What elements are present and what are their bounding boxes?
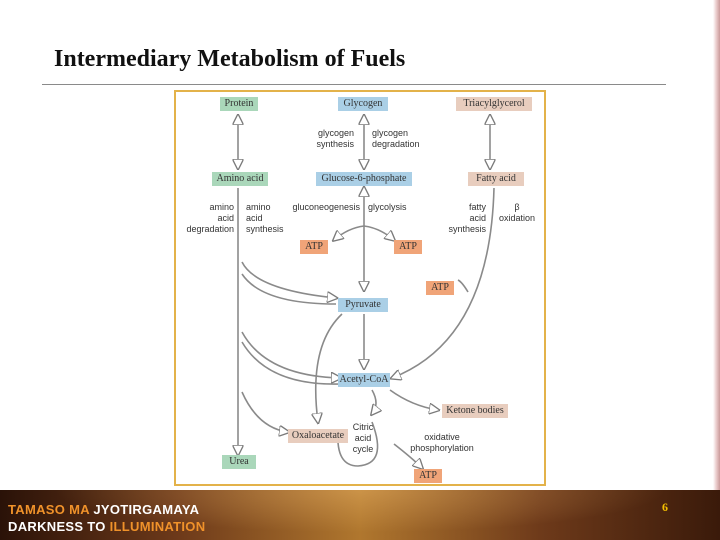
aminoacid-acetylcoa-arrow-2 xyxy=(241,341,341,385)
oxphos-atp-arrow xyxy=(393,443,422,468)
aminoacid-pyruvate-arrow xyxy=(241,261,336,298)
footer-motto-line1: TAMASO MA JYOTIRGAMAYA xyxy=(8,502,200,517)
title-divider xyxy=(42,84,666,85)
node-glycogen: Glycogen xyxy=(338,97,388,111)
aminoacid-acetylcoa-arrow xyxy=(241,331,340,378)
aminoacid-pyruvate-arrow-2 xyxy=(241,273,337,305)
node-glucose-6-phosphate: Glucose-6-phosphate xyxy=(316,172,412,186)
node-urea: Urea xyxy=(222,455,256,469)
slide-title: Intermediary Metabolism of Fuels xyxy=(54,46,406,72)
node-atp-bottom: ATP xyxy=(414,469,442,483)
node-atp-fatty: ATP xyxy=(426,281,454,295)
node-amino-acid: Amino acid xyxy=(212,172,268,186)
node-atp-right: ATP xyxy=(394,240,422,254)
footer-motto-line2: DARKNESS TO ILLUMINATION xyxy=(8,519,206,534)
atp-left-branch xyxy=(334,225,365,240)
node-fatty-acid: Fatty acid xyxy=(468,172,524,186)
pyruvate-oxaloacetate-arrow xyxy=(316,313,343,422)
page-number: 6 xyxy=(662,500,668,514)
aminoacid-oxaloacetate-arrow xyxy=(241,391,288,432)
label-gluconeogenesis: gluconeogenesis xyxy=(292,202,360,212)
right-edge-decoration xyxy=(713,0,720,490)
metabolism-diagram: Protein Glycogen Triacylglycerol Amino a… xyxy=(174,90,546,486)
acetylcoa-cycle-arrow xyxy=(372,389,376,414)
node-oxaloacetate: Oxaloacetate xyxy=(288,429,348,443)
acetylcoa-ketone-arrow xyxy=(389,389,438,410)
node-atp-left: ATP xyxy=(300,240,328,254)
citric-cycle-loop xyxy=(338,421,379,467)
footer-banner xyxy=(0,490,720,540)
node-ketone-bodies: Ketone bodies xyxy=(442,404,508,418)
node-pyruvate: Pyruvate xyxy=(338,298,388,312)
node-protein: Protein xyxy=(220,97,258,111)
pathway-arrows xyxy=(176,92,544,484)
node-triacylglycerol: Triacylglycerol xyxy=(456,97,532,111)
fattyacid-acetylcoa-arrow xyxy=(392,187,495,378)
atp-right-branch xyxy=(363,225,394,240)
atp-fatty-branch xyxy=(457,279,469,293)
label-glycolysis: glycolysis xyxy=(368,202,407,212)
node-acetyl-coa: Acetyl-CoA xyxy=(338,373,390,387)
